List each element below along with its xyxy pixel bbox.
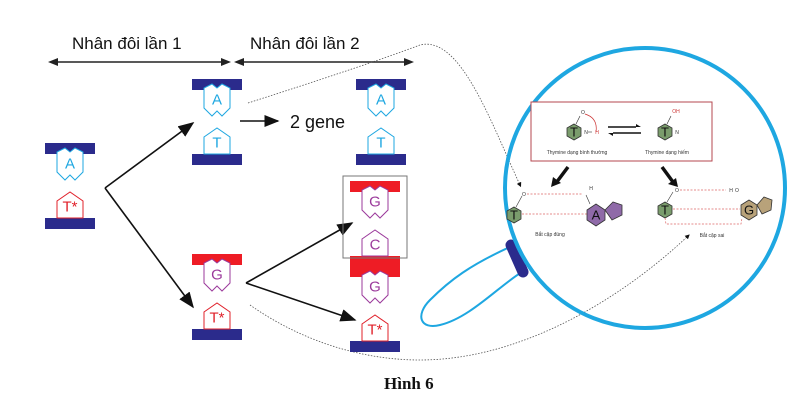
base-bottom-label: T* <box>368 322 383 339</box>
strand-bottom <box>45 218 95 229</box>
magnifier-handle-loop <box>420 245 523 327</box>
magnifier-handle-grip <box>505 239 529 278</box>
base-top-label: A <box>212 92 222 109</box>
dotted-connector-bottom <box>249 234 690 361</box>
figure-caption: Hình 6 <box>384 374 434 393</box>
base-top-label: G <box>369 279 381 296</box>
svg-text:T: T <box>570 125 578 140</box>
base-bottom-label: T* <box>210 310 225 327</box>
gc-highlight-box <box>342 175 408 259</box>
strand-bottom <box>192 329 242 340</box>
correct-pair-label: Bắt cặp đúng <box>535 231 565 238</box>
base-top-shape <box>203 258 231 292</box>
base-pair-r1-lower: G T* <box>192 254 242 340</box>
equilibrium-arrows <box>608 124 641 136</box>
thymine-normal-label: Thymine dạng bình thường <box>547 150 608 156</box>
base-bottom-shape <box>56 191 84 219</box>
base-bottom-label: T* <box>63 199 78 216</box>
magnifier-ring <box>503 46 787 330</box>
strand-bottom <box>350 256 400 267</box>
base-top-shape <box>361 270 389 304</box>
arrow-to-r1-upper <box>104 122 195 189</box>
base-bottom-shape <box>203 302 231 330</box>
wrong-pair-G: G <box>744 203 754 218</box>
round1-span-arrow <box>48 58 231 66</box>
correct-pair-A: A <box>592 208 601 223</box>
base-top-shape <box>361 185 389 219</box>
base-bottom-shape <box>203 127 231 155</box>
base-top-label: G <box>369 194 381 211</box>
wrong-pair-label: Bắt cặp sai <box>700 232 725 239</box>
base-bottom-shape <box>361 229 389 257</box>
base-bottom-label: C <box>370 237 381 254</box>
base-top-label: A <box>376 92 386 109</box>
base-bottom-label: T <box>212 135 221 152</box>
thymine-rare-label: Thymine dạng hiếm <box>645 150 689 156</box>
tautomer-inset: T O N H T OH N Thymine dạng bình thường … <box>530 101 713 162</box>
correct-pair-T: T <box>510 208 518 223</box>
base-pair-r2-lower: G T* <box>350 266 400 352</box>
base-pair-r2-upper: AT <box>356 79 406 165</box>
svg-text:O: O <box>522 192 526 198</box>
magnifier <box>420 46 787 330</box>
arrow-to-r1-lower <box>104 187 194 309</box>
wrong-pair-T: T <box>661 203 669 218</box>
base-pair-original: A T* <box>45 143 95 229</box>
base-pair-r2-boxed: GC <box>350 181 400 267</box>
wrong-pairing: T O H O G Bắt cặp sai <box>657 188 773 239</box>
strand-top <box>350 181 400 192</box>
svg-text:O: O <box>581 110 585 116</box>
arrow-to-r2-boxed <box>245 222 354 284</box>
arrow-to-correct-pair <box>554 165 570 185</box>
arrow-to-r2-lower <box>245 282 357 322</box>
strand-top <box>45 143 95 154</box>
svg-text:H: H <box>589 186 593 192</box>
round2-label: Nhân đôi lần 2 <box>250 34 360 53</box>
strand-top <box>192 79 242 90</box>
svg-text:O: O <box>675 188 679 194</box>
round2-span-arrow <box>234 58 414 66</box>
base-top-shape <box>203 83 231 117</box>
strand-bottom <box>192 154 242 165</box>
svg-text:T: T <box>661 125 669 140</box>
svg-text:N: N <box>675 130 679 136</box>
svg-text:H: H <box>729 188 733 194</box>
svg-text:O: O <box>735 188 739 194</box>
base-bottom-label: T <box>376 135 385 152</box>
base-top-shape <box>56 147 84 181</box>
base-bottom-shape <box>361 314 389 342</box>
two-gene-label: 2 gene <box>290 112 345 132</box>
tautomer-box <box>530 101 713 162</box>
strand-bottom <box>350 341 400 352</box>
svg-text:OH: OH <box>672 109 680 115</box>
thymine-normal-molecule: T O N H <box>566 110 599 141</box>
strand-bottom <box>356 154 406 165</box>
strand-top <box>350 266 400 277</box>
correct-pairing: T O A H Bắt cặp đúng <box>506 186 623 238</box>
thymine-rare-molecule: T OH N <box>657 109 680 141</box>
base-top-label: A <box>65 156 75 173</box>
base-top-shape <box>367 83 395 117</box>
round1-label: Nhân đôi lần 1 <box>72 34 182 53</box>
base-pair-r1-upper: AT <box>192 79 242 165</box>
svg-text:N: N <box>584 130 588 136</box>
strand-top <box>192 254 242 265</box>
arrow-to-wrong-pair <box>660 165 675 184</box>
base-bottom-shape <box>367 127 395 155</box>
strand-top <box>356 79 406 90</box>
base-top-label: G <box>211 267 223 284</box>
svg-text:H: H <box>595 130 599 136</box>
